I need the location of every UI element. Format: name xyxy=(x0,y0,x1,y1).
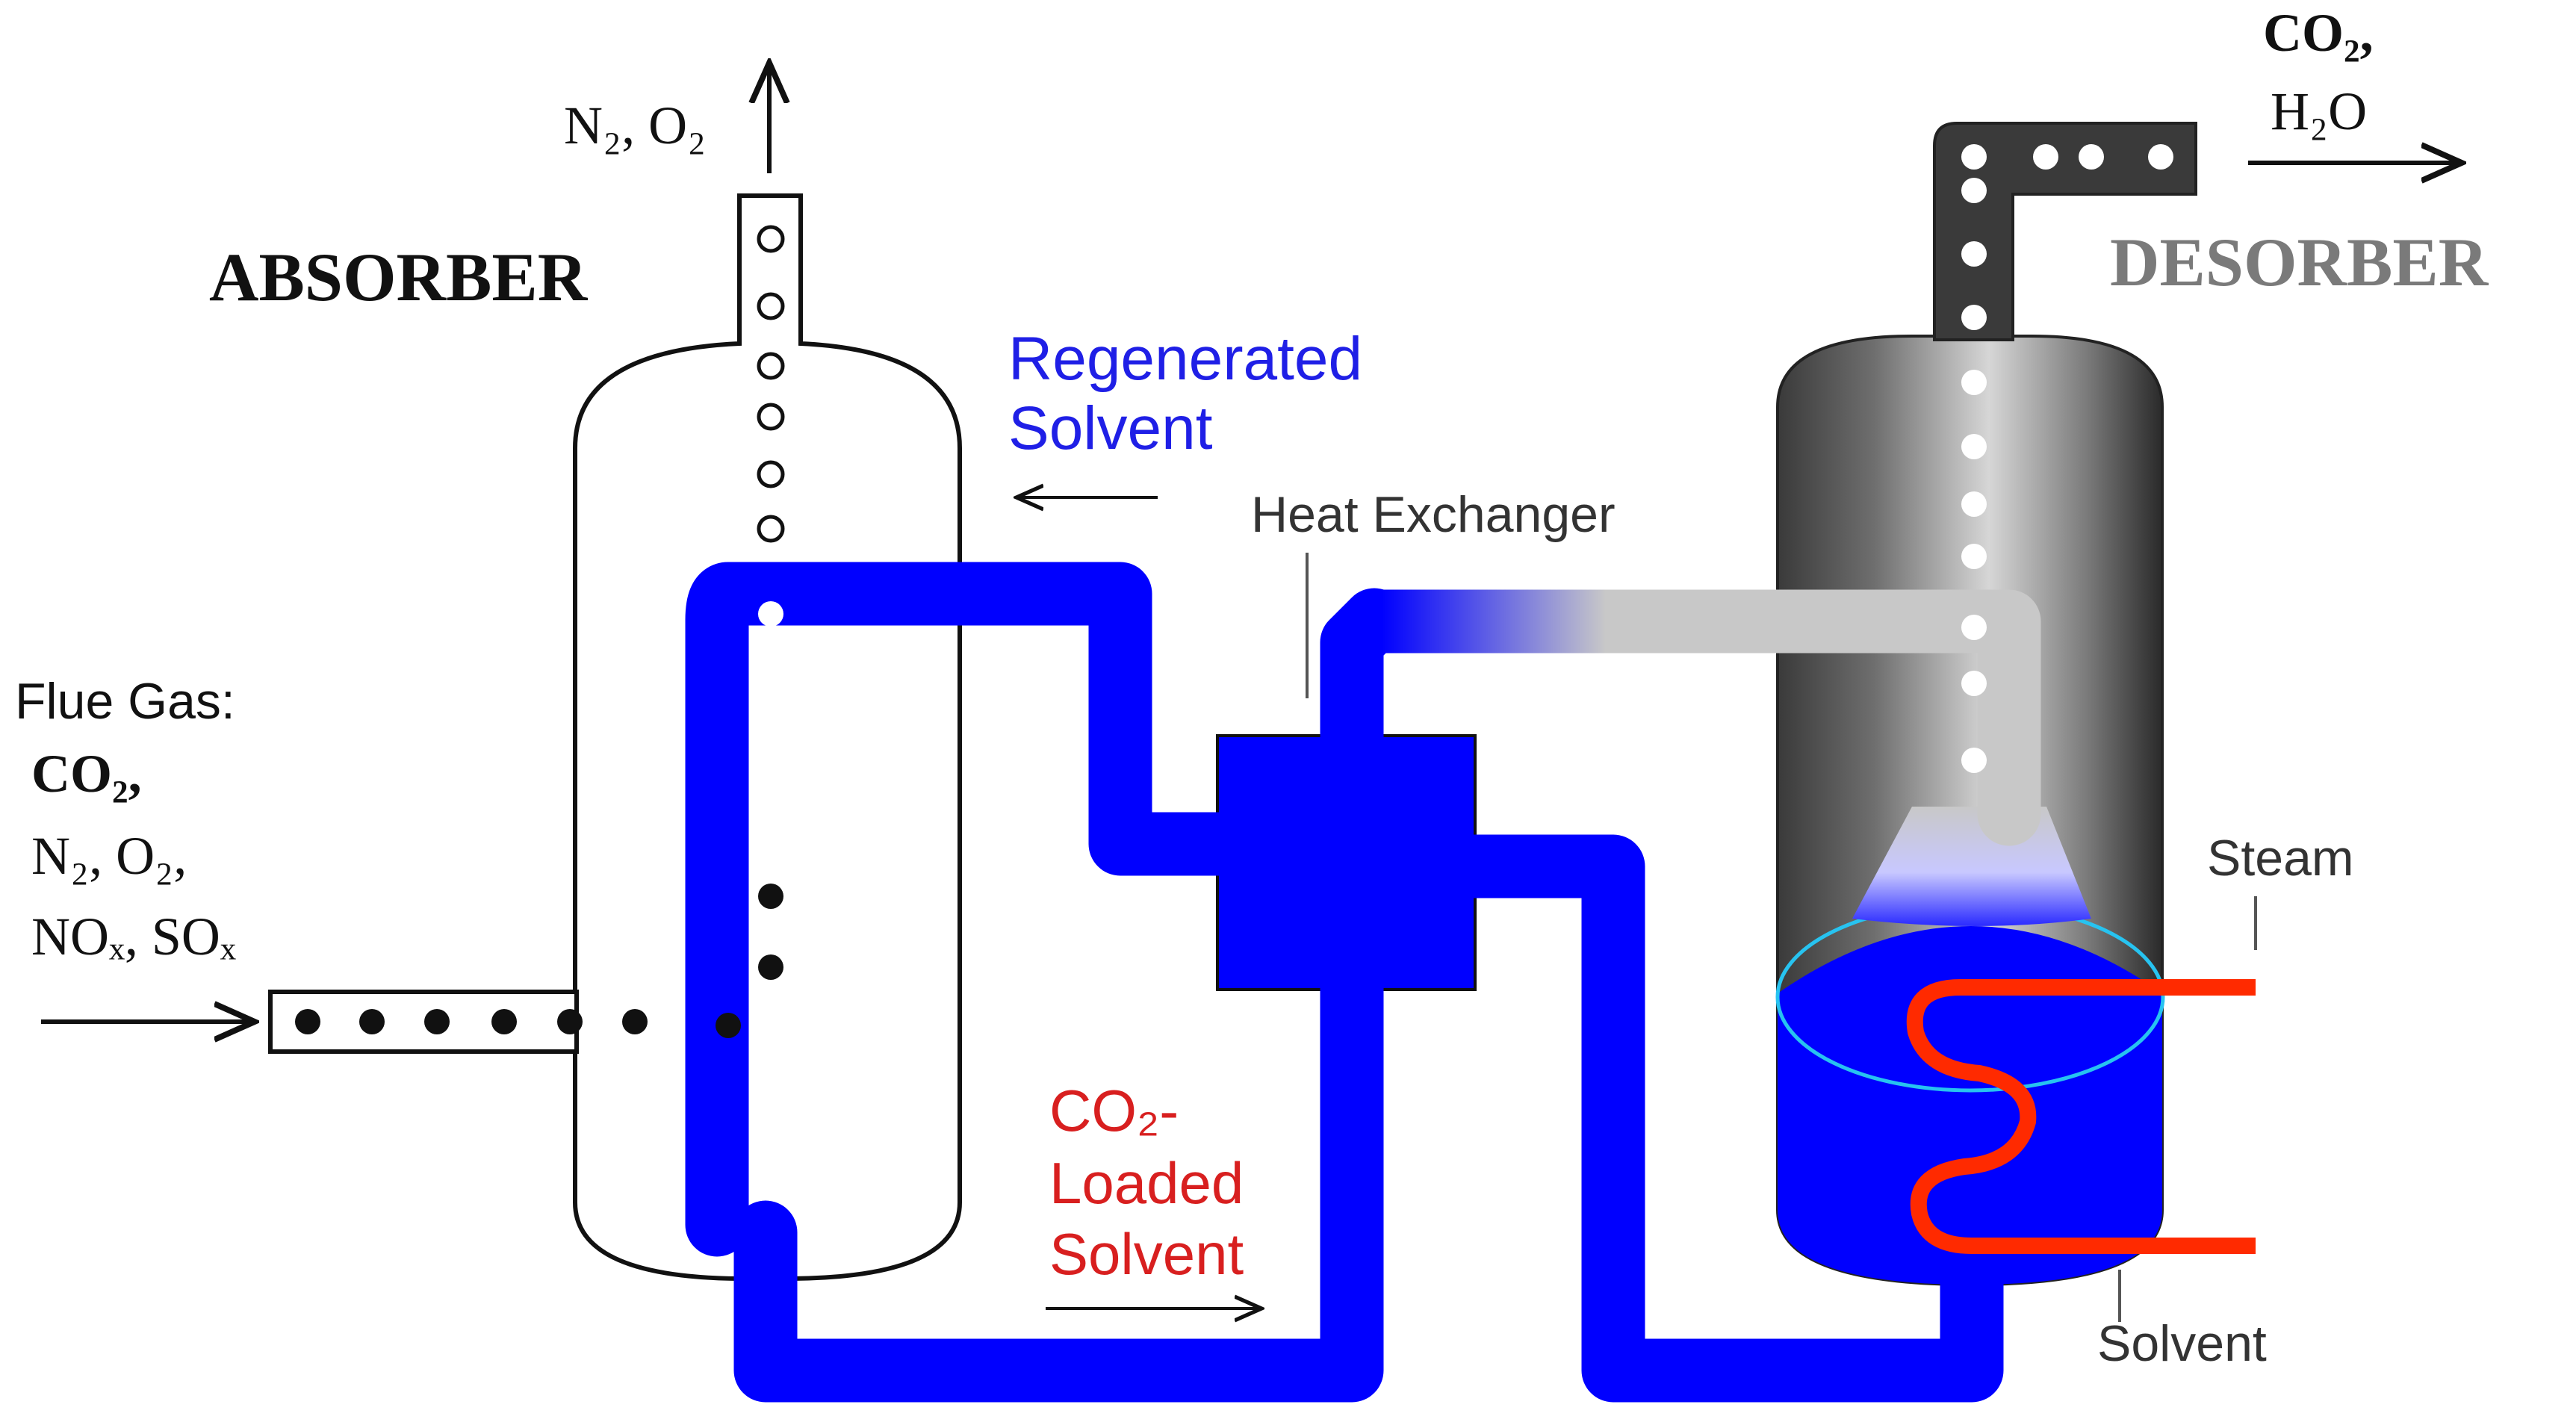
flue-gas-heading: Flue Gas: xyxy=(15,673,235,730)
loaded-solvent-label-line1: CO₂- xyxy=(1049,1078,1179,1143)
desorber-title: DESORBER xyxy=(2110,224,2489,300)
steam-label: Steam xyxy=(2207,830,2354,887)
heat-exchanger-label: Heat Exchanger xyxy=(1251,486,1616,543)
desorber-outlet-co2-label: CO₂, xyxy=(2263,3,2374,63)
desorber-outlet-h2o-label: H₂O xyxy=(2271,81,2368,141)
flue-gas-n2-o2-label: N₂, O₂, xyxy=(31,826,187,886)
absorber-title: ABSORBER xyxy=(209,239,588,315)
regenerated-solvent-pipe xyxy=(685,562,1264,1257)
flue-gas-co2-label: CO₂, xyxy=(31,744,142,804)
absorber-outlet-bubbles xyxy=(757,225,785,543)
desorber-return-pipe xyxy=(1428,834,2004,1403)
absorber-outlet-gas-label: N₂, O₂ xyxy=(564,96,707,155)
solvent-label: Solvent xyxy=(2097,1315,2267,1372)
loaded-solvent-label-line3: Solvent xyxy=(1049,1221,1244,1287)
desorber-feed-pipe xyxy=(1350,589,2041,846)
flue-gas-bubbles xyxy=(295,884,783,1038)
loaded-solvent-label-line2: Loaded xyxy=(1049,1150,1244,1216)
absorber-column-bubbles xyxy=(758,601,783,827)
steam-coil xyxy=(1906,979,2256,1254)
regenerated-solvent-label-line1: Regenerated xyxy=(1008,325,1363,393)
desorber-vessel xyxy=(1775,122,2197,1287)
flue-gas-nox-sox-label: NOₓ, SOₓ xyxy=(31,907,236,966)
regenerated-solvent-label-line2: Solvent xyxy=(1008,394,1213,462)
desorber-bubbles xyxy=(1961,144,2173,773)
